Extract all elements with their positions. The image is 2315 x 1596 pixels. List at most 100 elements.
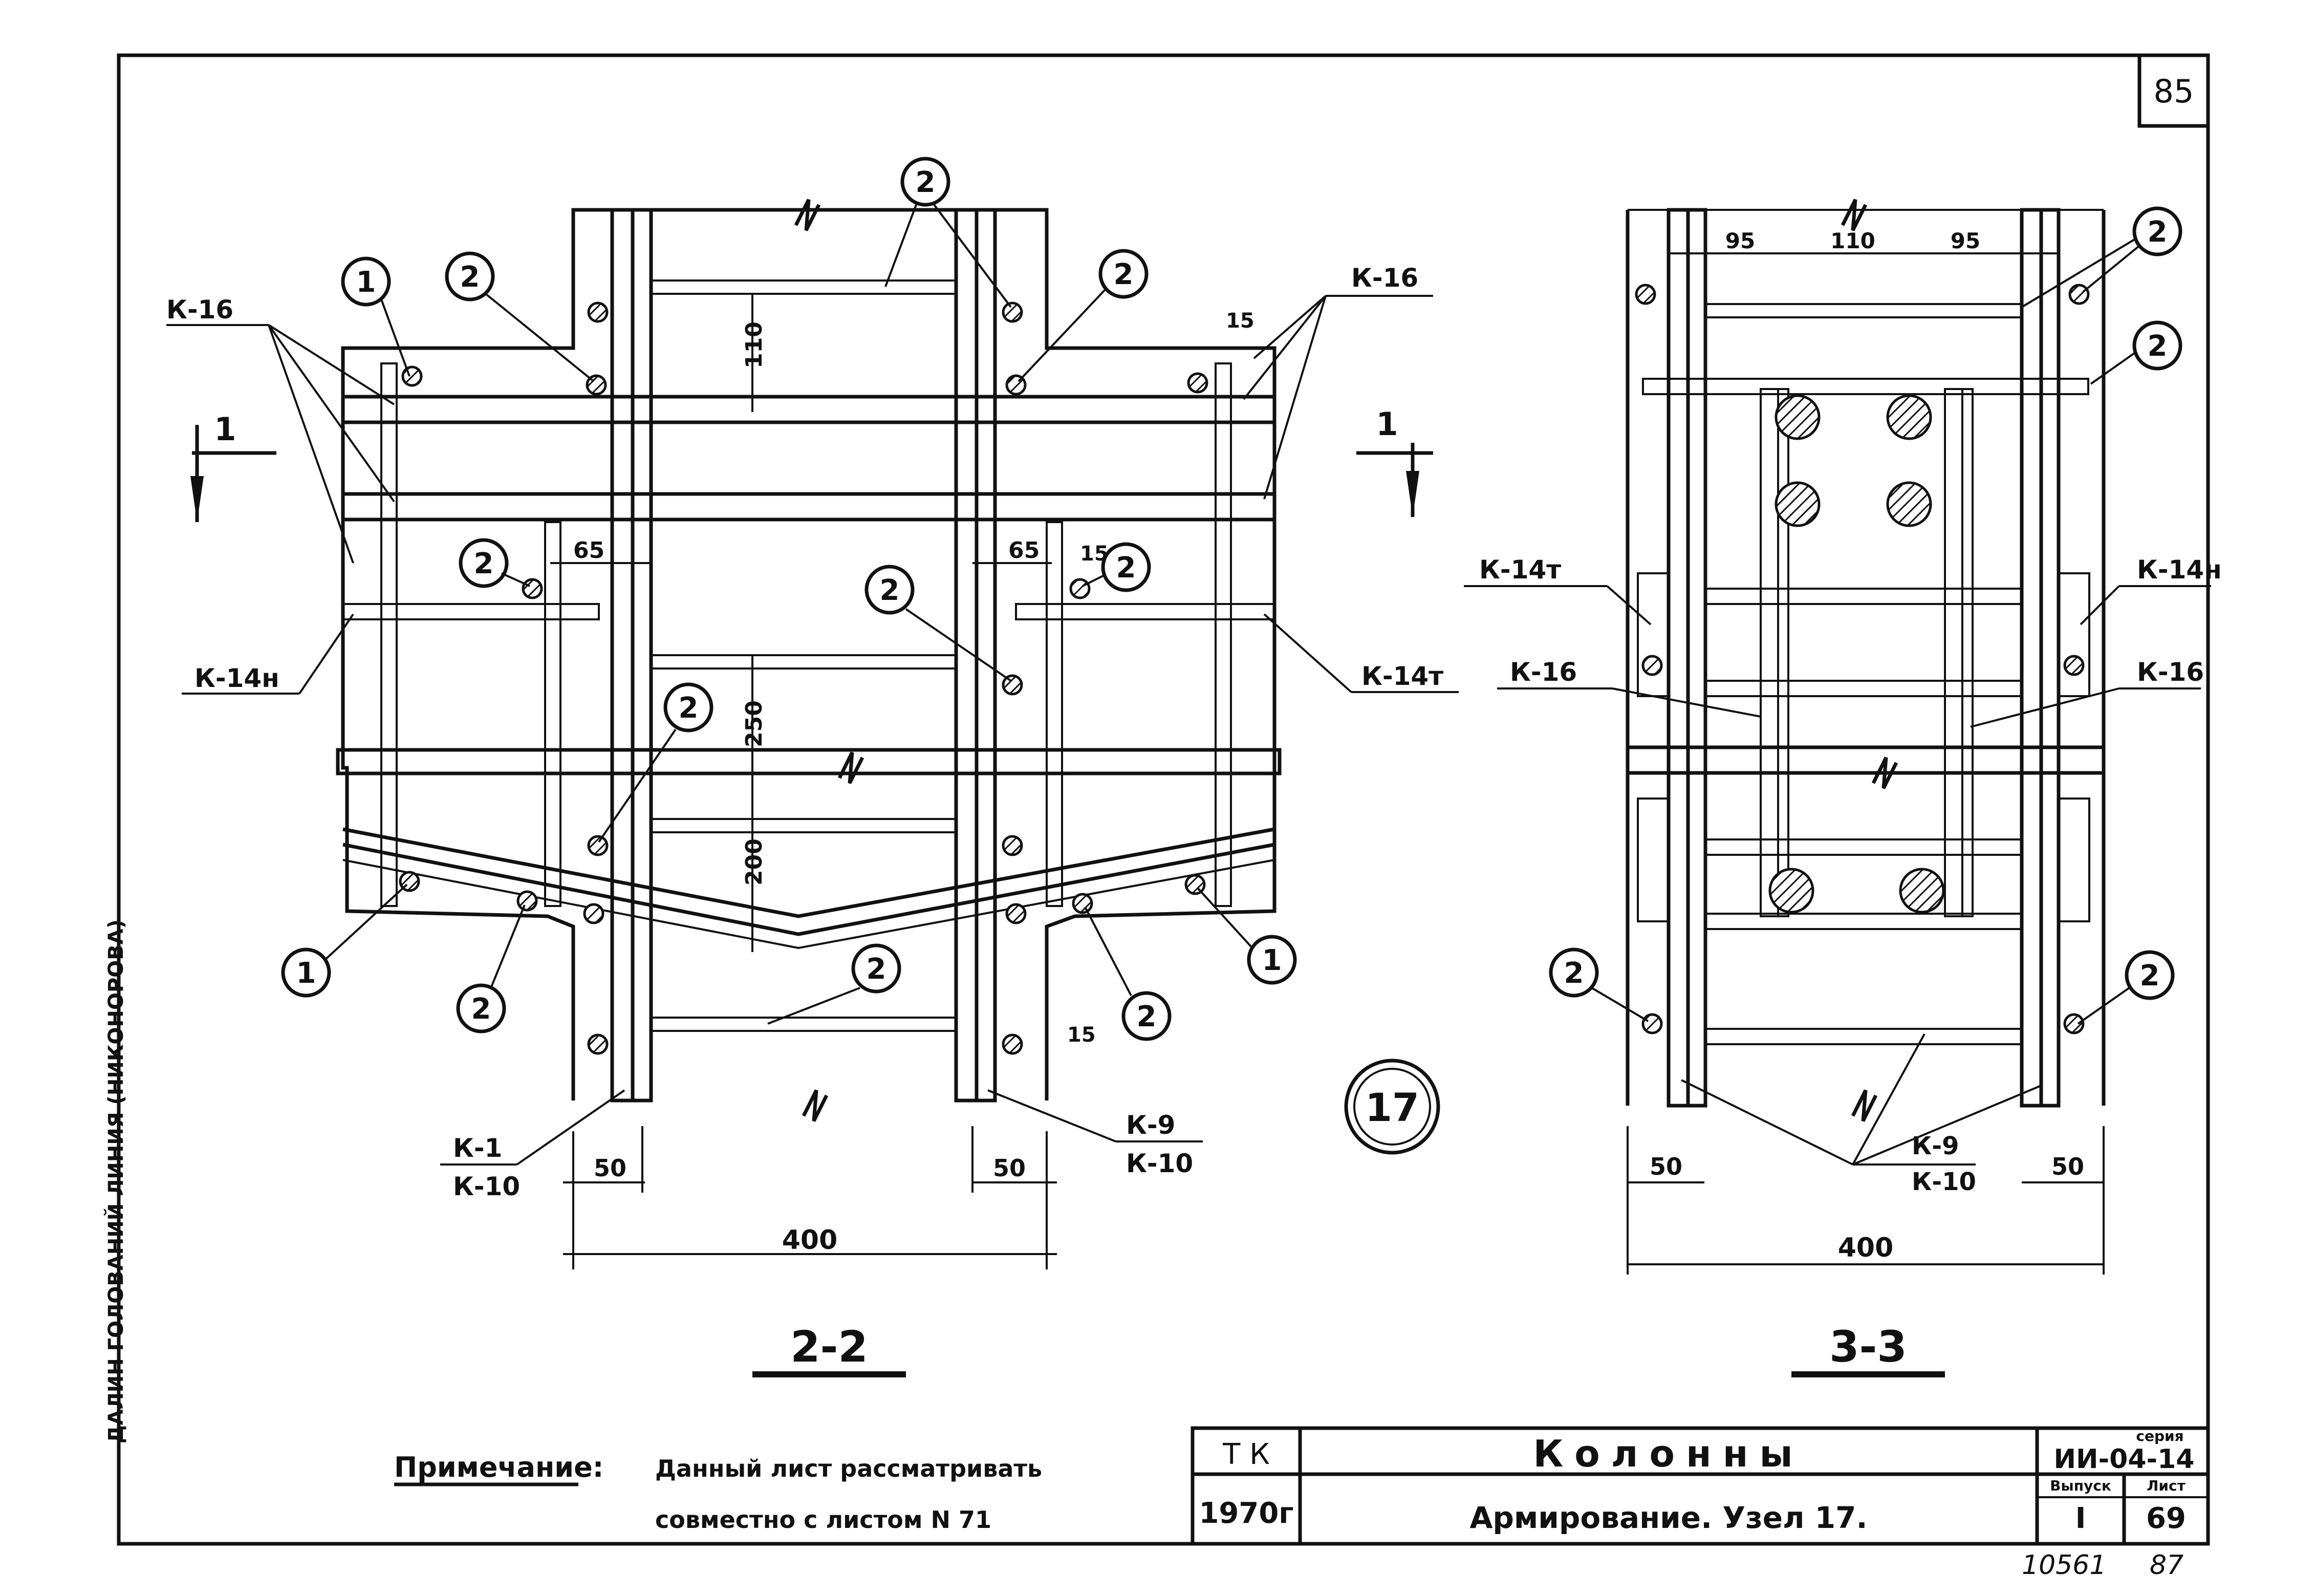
beam-bar-mid — [336, 748, 1282, 775]
dimension-lines-2-2 — [550, 294, 1057, 1269]
label-k9: К-9 — [1126, 1110, 1175, 1140]
sloped-bar-2 — [342, 843, 1275, 936]
section-marker-left: 1 — [190, 411, 276, 522]
callout-2-center-left: 2 — [598, 682, 713, 843]
view-2-2: 1 2 2 2 2 2 2 — [166, 157, 1459, 1377]
break-mark-bottom — [802, 1089, 829, 1122]
tb-issue-label: Выпуск — [2050, 1477, 2111, 1494]
label-k10-left: К-10 — [453, 1172, 520, 1201]
break-mark-mid — [837, 751, 864, 784]
svg-text:1: 1 — [356, 266, 376, 299]
beam-bar-top-1 — [341, 395, 1277, 424]
page-number-box — [2137, 53, 2210, 128]
h-bar-33-4 — [1704, 680, 2023, 697]
svg-text:2: 2 — [2148, 215, 2168, 249]
callout-2-top-right: 2 — [1018, 249, 1149, 382]
dim-50-right: 50 — [993, 1154, 1026, 1182]
dim-15-bottom: 15 — [1067, 1023, 1096, 1047]
callout-2-mid-right: 2 — [1082, 542, 1151, 592]
break-mark-33-mid — [1871, 757, 1898, 789]
column-bar-33-right-inner — [2039, 208, 2061, 1108]
rebar-dots-2-2 — [399, 301, 1208, 1055]
tb-sheet-label: Лист — [2147, 1477, 2186, 1494]
note-heading: Примечание: — [394, 1451, 603, 1483]
view-3-3: 2 2 2 2 1 К-14т К-14н К-16 — [1376, 199, 2222, 1377]
side-stirrup-33-left-2 — [1637, 797, 1670, 922]
dim-65-left: 65 — [573, 537, 604, 564]
svg-text:2: 2 — [1116, 551, 1136, 585]
column-bar-left-inner — [631, 208, 653, 1103]
svg-text:2: 2 — [474, 547, 494, 580]
inner-bar-33-left-2 — [1777, 388, 1789, 917]
dim-33-400: 400 — [1838, 1233, 1894, 1263]
tb-issue: I — [2075, 1502, 2086, 1535]
label-k14t: К-14т — [1361, 661, 1443, 691]
callout-1-bottom-right: 1 — [1197, 887, 1297, 985]
cross-bar-k14n — [342, 603, 600, 620]
break-mark-33-top — [1841, 199, 1868, 231]
callout-2-bottom-left: 2 — [456, 904, 526, 1033]
dim-33-50-left: 50 — [1650, 1153, 1682, 1180]
svg-text:2: 2 — [1114, 258, 1134, 291]
svg-text:17: 17 — [1365, 1085, 1419, 1130]
dim-250: 250 — [741, 700, 767, 747]
note-line-2: совместно с листом N 71 — [655, 1506, 991, 1534]
tb-subtitle: Армирование. Узел 17. — [1469, 1500, 1867, 1535]
cross-bar-mid-1 — [650, 654, 957, 670]
svg-text:2: 2 — [1564, 957, 1584, 990]
dimension-lines-3-3 — [1627, 252, 2105, 1275]
tb-series: ИИ-04-14 — [2054, 1444, 2195, 1475]
h-bar-33-8 — [1704, 1028, 2023, 1045]
svg-text:2: 2 — [471, 993, 491, 1026]
page-number: 85 — [2154, 73, 2194, 110]
callout-1-top: 1 — [341, 256, 410, 377]
frame-bar-right-1 — [1046, 521, 1063, 907]
cross-bar-k14t — [1015, 603, 1275, 620]
title-block: Т К 1970г Колонны Армирование. Узел 17. … — [1191, 1426, 2210, 1546]
svg-text:1: 1 — [296, 957, 316, 990]
frame-bar-left-2 — [544, 521, 561, 907]
column-bar-33-right-outer — [2020, 208, 2043, 1108]
note-block: Примечание: Данный лист рассматривать со… — [394, 1451, 1042, 1534]
h-bar-33-6 — [1704, 838, 2023, 856]
dim-15-mid: 15 — [1080, 542, 1109, 566]
frame-bar-right-2 — [1215, 362, 1232, 907]
dim-110: 110 — [741, 321, 767, 369]
dim-33-50-right: 50 — [2051, 1153, 2084, 1180]
svg-text:1: 1 — [214, 411, 236, 448]
tb-name: Колонны — [1533, 1432, 1804, 1475]
label-33-k16-left: К-16 — [1510, 657, 1577, 687]
label-k10-right: К-10 — [1126, 1149, 1193, 1178]
large-bar-sections — [1768, 394, 1945, 914]
node-17-marker: 17 — [1344, 1059, 1440, 1155]
svg-text:1: 1 — [1262, 944, 1282, 977]
svg-text:2: 2 — [2140, 959, 2160, 993]
margin-vertical-label: ДАЛИН ГОЛОВАНИЙ ЛИНИЯ (НИКОНОРОВА) — [103, 919, 128, 1443]
svg-text:2: 2 — [679, 692, 699, 725]
side-stirrup-33-left — [1637, 572, 1670, 697]
callout-2-top-left: 2 — [445, 251, 595, 382]
sheet-frame — [117, 53, 2210, 1546]
h-bar-33-3 — [1704, 588, 2023, 605]
label-k16-right: К-16 — [1351, 263, 1418, 293]
note-line-1: Данный лист рассматривать — [655, 1455, 1042, 1482]
dim-400: 400 — [782, 1225, 838, 1256]
inner-bar-33-left — [1760, 388, 1779, 917]
tb-sheet: 69 — [2146, 1502, 2186, 1535]
handwritten-number-left: 10561 — [2022, 1550, 2106, 1581]
h-bar-33-2 — [1642, 378, 2089, 395]
break-mark-33-bottom — [1851, 1089, 1878, 1122]
sloped-bar-1 — [342, 827, 1275, 918]
sloped-bar-3 — [342, 859, 1275, 950]
column-bar-33-left-inner — [1686, 208, 1707, 1108]
dim-50-left: 50 — [594, 1154, 626, 1182]
frame-bar-left-1 — [380, 362, 398, 907]
column-bar-right-inner — [975, 208, 997, 1103]
label-k14n: К-14н — [194, 663, 279, 693]
view-title-3-3: 3-3 — [1829, 1322, 1907, 1372]
svg-text:2: 2 — [880, 574, 900, 607]
callout-33-2-top-right: 2 — [2021, 206, 2182, 308]
callout-33-2-right: 2 — [2090, 320, 2182, 385]
side-stirrup-33-right — [2058, 572, 2090, 697]
dim-200: 200 — [741, 838, 767, 886]
